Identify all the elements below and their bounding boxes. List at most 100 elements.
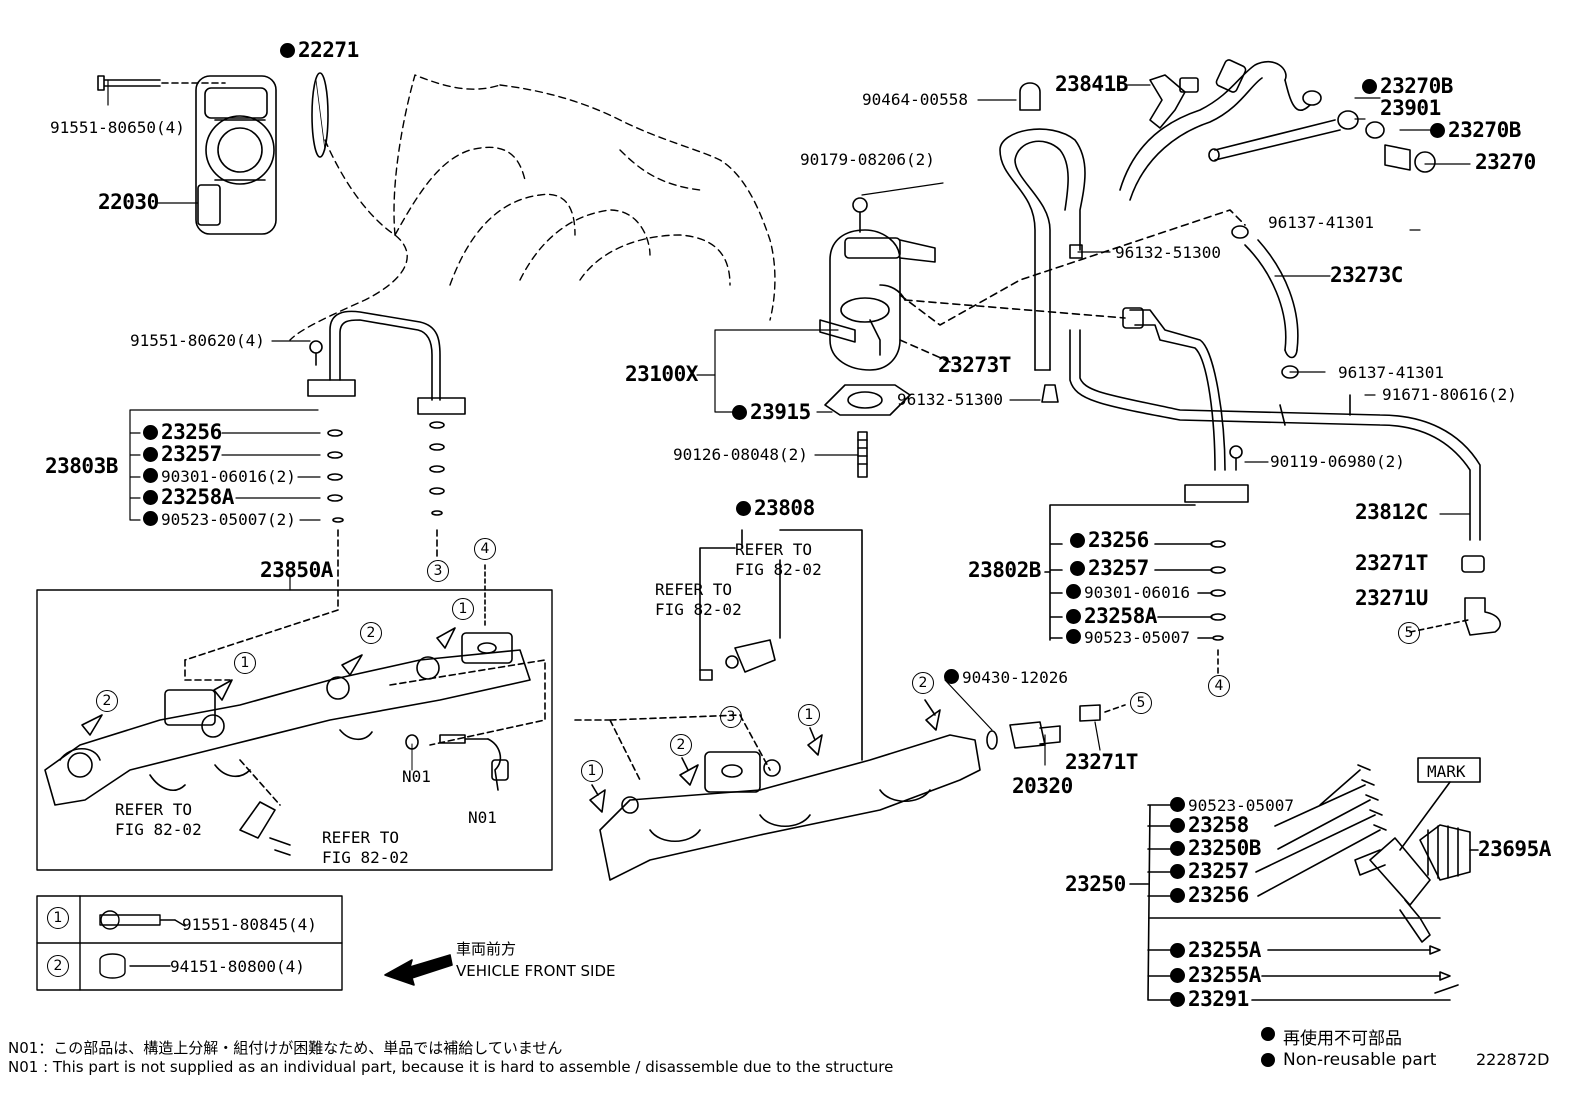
injector-rail-box: [36, 589, 553, 871]
legend-part-1: 91551-80845(4): [182, 915, 317, 934]
label-20320: 20320: [1012, 774, 1073, 798]
label-90179: 90179-08206(2): [800, 150, 935, 169]
callout-arrows-left: [81, 564, 486, 736]
label-23258A-left: 23258A: [143, 487, 234, 508]
front-direction-en: VEHICLE FRONT SIDE: [456, 962, 616, 980]
circled-ref-1-a: 1: [234, 652, 256, 674]
key-dot-1: [1261, 1027, 1275, 1041]
label-23270B-top: 23270B: [1362, 76, 1453, 97]
label-23100X: 23100X: [625, 362, 698, 386]
circled-ref-2-d: 2: [912, 672, 934, 694]
label-90523-left: 90523-05007(2): [143, 510, 296, 530]
key-legend-jp: 再使用不可部品: [1283, 1029, 1402, 1049]
key-legend-en: Non-reusable part: [1283, 1050, 1437, 1070]
label-n01-washer: N01: [402, 767, 431, 786]
front-arrow-drawing: [384, 954, 453, 986]
circled-ref-1-d: 1: [798, 704, 820, 726]
label-22030: 22030: [98, 190, 159, 214]
label-23257-right: 23257: [1070, 558, 1149, 579]
label-23256-left: 23256: [143, 422, 222, 443]
label-90523-injector: 90523-05007: [1170, 796, 1294, 816]
label-23841B: 23841B: [1055, 72, 1128, 96]
label-23257-left: 23257: [143, 444, 222, 465]
label-90126: 90126-08048(2): [673, 445, 808, 464]
label-96137-bottom: 96137-41301: [1338, 363, 1444, 382]
circled-ref-5-b: 5: [1398, 622, 1420, 644]
label-23901: 23901: [1380, 96, 1441, 120]
left-fuel-rail: [44, 632, 546, 856]
footnote-jp: N01：この部品は、構造上分解・組付けが困難なため、単品では補給していません: [8, 1039, 563, 1057]
label-90119: 90119-06980(2): [1270, 452, 1405, 471]
gasket-22271: [311, 72, 329, 158]
label-96137-top: 96137-41301: [1268, 213, 1374, 232]
legend-key-2: 2: [47, 955, 69, 977]
label-23695A: 23695A: [1478, 837, 1551, 861]
circled-ref-2-c: 2: [670, 734, 692, 756]
injector-assembly: [1129, 757, 1481, 1001]
legend-part-2: 94151-80800(4): [170, 957, 305, 976]
circled-ref-3-left: 3: [427, 560, 449, 582]
throttle-body-drawing: [97, 75, 277, 235]
callout-arrows-centre: [589, 699, 941, 813]
circled-ref-1-c: 1: [581, 760, 603, 782]
label-23802B: 23802B: [968, 558, 1041, 582]
label-23291: 23291: [1170, 989, 1249, 1010]
o-ring-90430: [986, 730, 998, 750]
label-23257-injector: 23257: [1170, 861, 1249, 882]
label-23250B: 23250B: [1170, 838, 1261, 859]
label-22271: 22271: [280, 40, 359, 61]
label-23256-right: 23256: [1070, 530, 1149, 551]
intake-manifold-outline: [289, 74, 776, 341]
label-23255A-b: 23255A: [1170, 965, 1261, 986]
legend-key-1: 1: [47, 907, 69, 929]
fuel-pipe-23803B: [184, 310, 466, 661]
label-90301-left: 90301-06016(2): [143, 467, 296, 487]
circled-ref-4-left: 4: [474, 538, 496, 560]
label-23803B: 23803B: [45, 454, 118, 478]
label-90430: 90430-12026: [944, 668, 1068, 688]
label-91551-80620: 91551-80620(4): [130, 331, 265, 350]
label-96132-bottom: 96132-51300: [897, 390, 1003, 409]
label-90523-right: 90523-05007: [1066, 628, 1190, 648]
label-23915: 23915: [732, 402, 811, 423]
label-96132-top: 96132-51300: [1115, 243, 1221, 262]
label-90464: 90464-00558: [862, 90, 968, 109]
leader-lines-left: [107, 79, 321, 521]
label-23808: 23808: [736, 498, 815, 519]
label-23273C: 23273C: [1330, 263, 1403, 287]
front-direction-jp: 車両前方: [456, 940, 517, 958]
circled-ref-1-b: 1: [452, 598, 474, 620]
hoses-drawing: [999, 59, 1501, 676]
leader-lines-centre: [696, 84, 1471, 515]
diagram-id: 222872D: [1476, 1050, 1550, 1069]
label-91551-80650: 91551-80650(4): [50, 118, 185, 137]
circled-ref-2-b: 2: [360, 622, 382, 644]
label-23271U: 23271U: [1355, 586, 1428, 610]
circled-ref-5-a: 5: [1130, 692, 1152, 714]
label-23255A-a: 23255A: [1170, 940, 1261, 961]
label-n01-sensor: N01: [468, 808, 497, 827]
circled-ref-4-right: 4: [1208, 675, 1230, 697]
label-91671: 91671-80616(2): [1382, 385, 1517, 404]
right-fuel-rail: [574, 529, 981, 881]
label-90301-right: 90301-06016: [1066, 583, 1190, 603]
legend-table-lines: [36, 895, 343, 991]
label-23812C: 23812C: [1355, 500, 1428, 524]
label-23258: 23258: [1170, 815, 1249, 836]
label-23271T-lower: 23271T: [1065, 750, 1138, 774]
label-23270: 23270: [1475, 150, 1536, 174]
label-23250: 23250: [1065, 872, 1126, 896]
mark-label: MARK: [1427, 762, 1466, 781]
label-23256-injector: 23256: [1170, 885, 1249, 906]
footnote-en: N01 : This part is not supplied as an in…: [8, 1058, 894, 1076]
valve-23100X-drawing: [819, 197, 1246, 478]
circled-ref-2-a: 2: [96, 690, 118, 712]
label-23270B-bottom: 23270B: [1430, 120, 1521, 141]
label-23273T: 23273T: [938, 353, 1011, 377]
